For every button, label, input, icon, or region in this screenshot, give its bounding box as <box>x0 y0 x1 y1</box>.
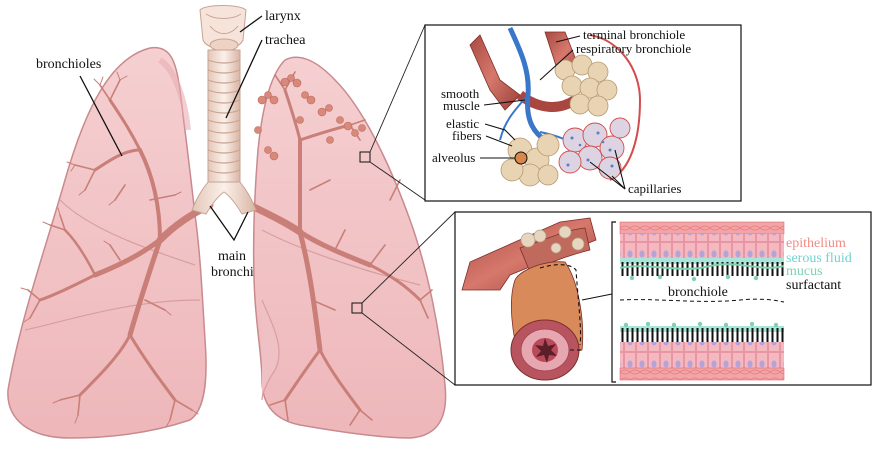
label-capillaries: capillaries <box>628 181 681 196</box>
label-terminal-bronchiole: terminal bronchiole <box>583 27 685 42</box>
left-lung <box>254 57 446 438</box>
label-mucus: mucus <box>786 264 823 279</box>
label-alveolus: alveolus <box>432 150 475 165</box>
inset-bronchiole: epithelium serous fluid mucus surfactant… <box>455 212 871 385</box>
label-epithelium: epithelium <box>786 236 846 251</box>
label-bronchiole: bronchiole <box>668 285 728 300</box>
label-larynx: larynx <box>265 9 301 24</box>
inset-alveoli: terminal bronchiole respiratory bronchio… <box>425 25 741 201</box>
label-main-bronchi-2: bronchi <box>211 265 254 280</box>
label-elastic-fibers-2: fibers <box>452 128 482 143</box>
label-respiratory-bronchiole: respiratory bronchiole <box>576 41 691 56</box>
label-bronchioles: bronchioles <box>36 57 101 72</box>
larynx <box>200 6 246 52</box>
label-smooth-muscle-2: muscle <box>443 98 480 113</box>
label-surfactant: surfactant <box>786 278 841 293</box>
label-main-bronchi-1: main <box>218 249 246 264</box>
label-trachea: trachea <box>265 33 306 48</box>
